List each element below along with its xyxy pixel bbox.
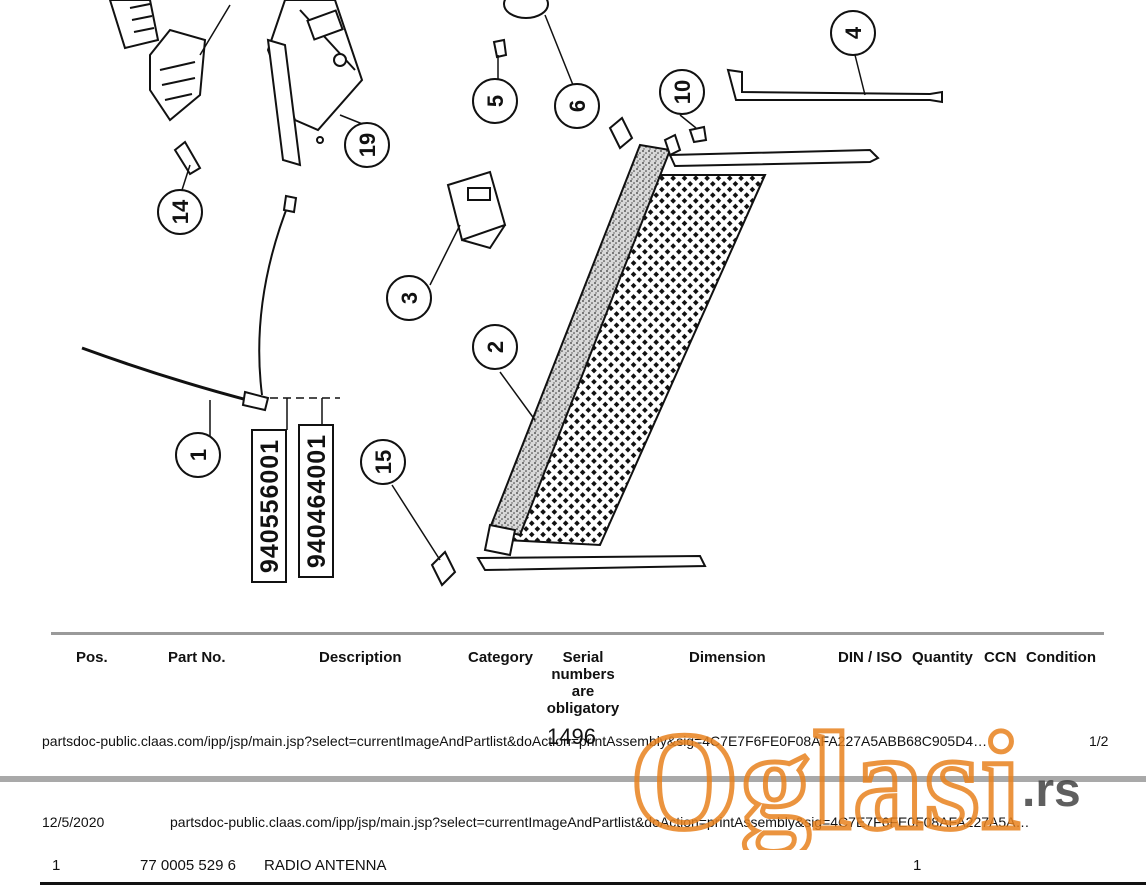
parts-diagram: 14 19 5 6 10 4 3 2 1 15 940556001 940464…: [81, 0, 943, 587]
part-code-box-2: [298, 424, 334, 578]
small-parts-drawing: [492, 0, 708, 150]
table-row: 1 77 0005 529 6 RADIO ANTENNA 1: [0, 857, 1146, 877]
header-serial-line-4: obligatory: [546, 700, 620, 717]
row-pos: 1: [52, 857, 61, 874]
header-dimension: Dimension: [689, 649, 766, 666]
header-pos: Pos.: [76, 649, 108, 666]
page1-page-number: 1/2: [1089, 733, 1109, 749]
header-serial-line-1: Serial: [562, 649, 604, 666]
row-part-no: 77 0005 529 6: [140, 857, 236, 874]
part-code-box-1: [251, 429, 287, 583]
header-condition: Condition: [1026, 649, 1096, 666]
part-code-940464001: 940464001: [303, 434, 331, 568]
connector-parts-drawing: [108, 0, 207, 176]
callout-19: 19: [355, 133, 380, 157]
rod-drawing: [726, 68, 943, 104]
header-part-no: Part No.: [168, 649, 226, 666]
radio-unit-drawing: [266, 0, 364, 167]
callout-1: 1: [186, 449, 211, 461]
page-bottom-rule: [40, 882, 1146, 885]
part-code-940556001: 940556001: [256, 439, 284, 573]
callout-6: 6: [565, 100, 590, 112]
leader-lines: [181, 4, 866, 561]
header-serial-line-2: numbers: [551, 666, 615, 683]
row-description: RADIO ANTENNA: [264, 857, 387, 874]
oglasi-watermark: Oglasi .rs: [630, 702, 1081, 851]
row-quantity: 1: [913, 857, 922, 874]
header-description: Description: [319, 649, 402, 666]
watermark-tld: .rs: [1022, 764, 1081, 817]
callout-14: 14: [168, 199, 193, 224]
callout-4: 4: [841, 26, 866, 39]
serial-value: 1496: [547, 724, 596, 749]
header-serial: Serial numbers are obligatory: [540, 649, 626, 717]
clip-drawing: [430, 550, 457, 587]
sun-blind-drawing: [476, 133, 880, 572]
callout-circles: [157, 10, 876, 485]
page2-header-url: partsdoc-public.claas.com/ipp/jsp/main.j…: [170, 814, 1030, 830]
page-break-rule: [0, 776, 1146, 782]
callout-3: 3: [397, 292, 422, 304]
header-ccn: CCN: [984, 649, 1017, 666]
page2-date: 12/5/2020: [42, 814, 105, 830]
header-category: Category: [468, 649, 534, 666]
callout-10: 10: [670, 80, 695, 104]
table-top-rule: [51, 632, 1104, 635]
header-quantity: Quantity: [912, 649, 973, 666]
callout-2: 2: [483, 341, 508, 353]
display-unit-drawing: [446, 170, 507, 250]
callout-15: 15: [371, 450, 396, 474]
header-din-iso: DIN / ISO: [838, 649, 903, 666]
watermark-brand: Oglasi: [630, 704, 1020, 850]
header-serial-line-3: are: [571, 683, 595, 700]
callout-5: 5: [483, 95, 508, 107]
page1-footer-url: partsdoc-public.claas.com/ipp/jsp/main.j…: [42, 733, 988, 749]
antenna-drawing: [81, 194, 340, 412]
